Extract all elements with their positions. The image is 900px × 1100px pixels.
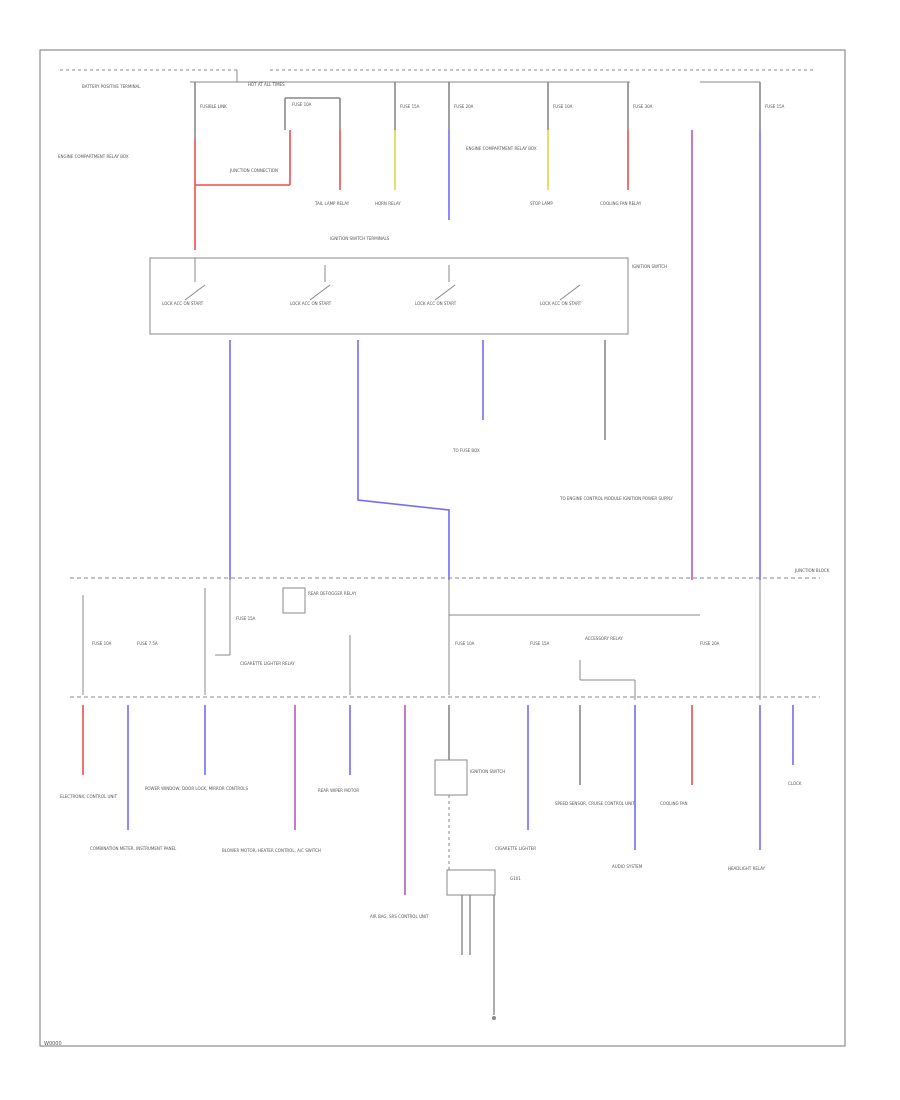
- label-out-5: REAR WIPER MOTOR: [318, 788, 359, 793]
- label-out-1: ELECTRONIC CONTROL UNIT: [60, 794, 118, 799]
- label-junction-top: JUNCTION CONNECTION: [229, 168, 278, 173]
- output-wires: [82, 705, 794, 895]
- label-fuse-e: FUSE 30A: [633, 104, 653, 109]
- label-jb-fuse-2: FUSE 7.5A: [137, 641, 158, 646]
- label-ignition-title: IGNITION SWITCH: [470, 769, 505, 774]
- label-jb-fuse-6: FUSE 20A: [700, 641, 720, 646]
- middle-wires: [229, 340, 606, 580]
- label-out-7: CIGARETTE LIGHTER: [495, 846, 536, 851]
- label-fuse-b: FUSE 15A: [400, 104, 420, 109]
- label-fuse-f: FUSE 15A: [765, 104, 785, 109]
- label-ground-block: G101: [510, 876, 521, 881]
- label-fuse-left: FUSIBLE LINK: [200, 104, 227, 109]
- label-out-10: COOLING FAN: [660, 801, 688, 806]
- label-load-cond: COOLING FAN RELAY: [600, 201, 642, 206]
- label-out-2: COMBINATION METER, INSTRUMENT PANEL: [90, 846, 177, 851]
- ignition-caption: IGNITION SWITCH TERMINALS: [330, 236, 390, 241]
- ignition-switch-box: [149, 257, 629, 335]
- label-out-9: AUDIO SYSTEM: [612, 864, 643, 869]
- label-out-3: POWER WINDOW, DOOR LOCK, MIRROR CONTROLS: [145, 786, 248, 791]
- label-out-13: CLOCK: [788, 781, 802, 786]
- top-fuse-columns: [194, 82, 761, 580]
- footer-code: W0000: [44, 1041, 62, 1047]
- label-to-ecm: TO ENGINE CONTROL MODULE IGNITION POWER …: [559, 496, 673, 501]
- ground-terminal: [492, 1016, 496, 1020]
- top-bus: [60, 69, 815, 83]
- label-out-6: AIR BAG, SRS CONTROL UNIT: [370, 914, 429, 919]
- bottom-relay: [434, 759, 496, 1015]
- label-jb-fuse-5: FUSE 15A: [530, 641, 550, 646]
- junction-internals: [82, 578, 761, 700]
- label-fuse-a: FUSE 10A: [292, 102, 312, 107]
- label-jb-accessory: ACCESSORY RELAY: [585, 636, 623, 641]
- label-load-stop: STOP LAMP: [530, 201, 553, 206]
- ignition-contacts: [184, 258, 581, 301]
- contact-label-2: LOCK ACC ON START: [290, 301, 332, 306]
- label-out-11: HEADLIGHT RELAY: [728, 866, 766, 871]
- label-to-fuse: TO FUSE BOX: [452, 448, 480, 453]
- label-relay-block-left: ENGINE COMPARTMENT RELAY BOX: [58, 154, 129, 159]
- label-jb-fuse-4: FUSE 10A: [455, 641, 475, 646]
- label-jb-defog: REAR DEFOGGER RELAY: [308, 591, 357, 596]
- label-load-horn: HORN RELAY: [375, 201, 401, 206]
- contact-label-1: LOCK ACC ON START: [162, 301, 204, 306]
- label-junction-right: JUNCTION BLOCK: [794, 568, 830, 573]
- ignition-block-label: IGNITION SWITCH: [632, 264, 667, 269]
- contact-label-3: LOCK ACC ON START: [415, 301, 457, 306]
- bus-label-left: BATTERY POSITIVE TERMINAL: [82, 84, 141, 89]
- label-out-8: SPEED SENSOR, CRUISE CONTROL UNIT: [555, 801, 635, 806]
- bus-label-hot: HOT AT ALL TIMES: [248, 82, 285, 87]
- label-fuse-d: FUSE 10A: [553, 104, 573, 109]
- label-jb-cig: CIGARETTE LIGHTER RELAY: [240, 661, 295, 666]
- label-relay-block-mid: ENGINE COMPARTMENT RELAY BOX: [466, 146, 537, 151]
- label-jb-fuse-3: FUSE 15A: [236, 616, 256, 621]
- label-fuse-c: FUSE 20A: [454, 104, 474, 109]
- label-load-tail: TAIL LAMP RELAY: [314, 201, 350, 206]
- diagram-frame: [39, 49, 846, 1047]
- label-jb-fuse-1: FUSE 10A: [92, 641, 112, 646]
- label-out-4: BLOWER MOTOR, HEATER CONTROL, A/C SWITCH: [222, 848, 321, 853]
- contact-label-4: LOCK ACC ON START: [540, 301, 582, 306]
